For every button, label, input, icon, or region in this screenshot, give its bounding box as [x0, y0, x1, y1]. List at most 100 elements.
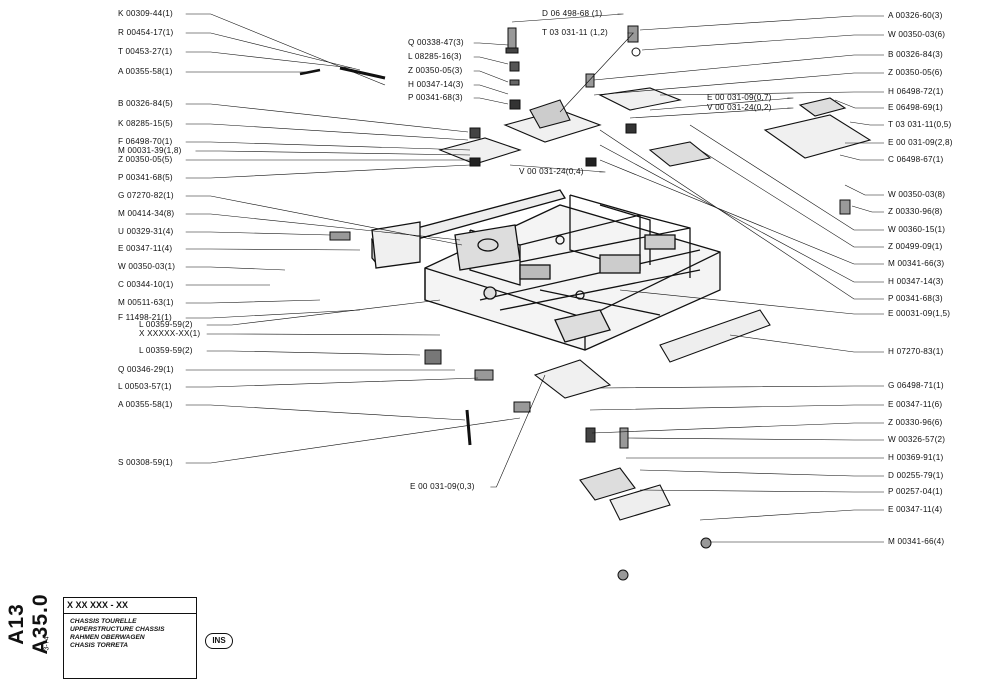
part-label: W 00350-03(8) — [888, 190, 946, 199]
part-label: C 00344-10(1) — [118, 280, 174, 289]
leader-line — [185, 248, 361, 251]
part-label: M 00031-39(1,8) — [118, 146, 182, 155]
leader-line — [206, 333, 441, 336]
leader-line — [185, 266, 286, 271]
part-label: E 00 031-09(2,8) — [888, 138, 953, 147]
leader-line — [659, 91, 884, 96]
leader-line — [639, 489, 884, 493]
leader-line — [490, 374, 546, 488]
part-label: H 00347-14(3) — [888, 277, 944, 286]
leader-line — [473, 56, 509, 65]
part-label: H 06498-72(1) — [888, 87, 944, 96]
part-label: L 00503-57(1) — [118, 382, 172, 391]
leader-line — [649, 97, 794, 111]
part-label: E 00347-11(4) — [888, 505, 943, 514]
part-label: Z 00499-09(1) — [888, 242, 943, 251]
title-es: CHASIS TORRETA — [70, 642, 129, 649]
part-label: D 06 498-68 (1) — [542, 9, 603, 18]
leader-line — [185, 141, 471, 151]
part-label: Q 00346-29(1) — [118, 365, 174, 374]
leader-line — [593, 54, 884, 81]
title-block-titles: CHASSIS TOURELLE UPPERSTRUCTURE CHASSIS … — [70, 618, 165, 650]
top-plates — [438, 87, 872, 521]
part-label: B 00326-84(3) — [888, 50, 943, 59]
part-label: R 00454-17(1) — [118, 28, 174, 37]
part-label: W 00326-57(2) — [888, 435, 946, 444]
part-label: Z 00350-05(6) — [888, 68, 943, 77]
leader-line — [591, 422, 884, 434]
leader-line — [619, 289, 884, 315]
part-label: T 03 031-11(0,5) — [888, 120, 952, 129]
title-de: RAHMEN OBERWAGEN — [70, 634, 145, 641]
part-label: P 00257-04(1) — [888, 487, 943, 496]
leader-line — [689, 124, 884, 231]
leader-line — [185, 123, 469, 141]
part-label: K 08285-15(5) — [118, 119, 173, 128]
leader-line — [185, 195, 463, 246]
leader-line — [185, 417, 521, 464]
drawing-date: 3-74 — [43, 636, 51, 651]
part-label: G 06498-71(1) — [888, 381, 944, 390]
part-label: A 00355-58(1) — [118, 67, 173, 76]
part-label: U 00329-31(4) — [118, 227, 174, 236]
title-block-divider — [64, 613, 196, 614]
leader-line — [593, 72, 884, 96]
part-label: A 00326-60(3) — [888, 11, 943, 20]
chassis-frame — [370, 189, 721, 351]
leader-line — [185, 309, 361, 319]
leader-line — [599, 159, 884, 265]
part-label: Z 00330-96(8) — [888, 207, 943, 216]
part-label: Z 00350-05(5) — [118, 155, 173, 164]
leader-line — [185, 32, 361, 71]
part-label: E 00347-11(4) — [118, 244, 173, 253]
leader-line — [699, 509, 884, 521]
leader-line — [627, 437, 884, 441]
leader-line — [473, 84, 509, 95]
part-label: M 00511-63(1) — [118, 298, 174, 307]
part-label: F 11498-21(1) — [118, 313, 172, 322]
leader-line — [511, 13, 624, 23]
leader-line — [473, 70, 509, 83]
leader-line — [699, 149, 884, 248]
title-block-code: X XX XXX - XX — [67, 600, 129, 610]
leader-line — [509, 164, 606, 173]
part-label: T 03 031-11 (1,2) — [542, 28, 608, 37]
leader-line — [851, 205, 884, 213]
part-label: P 00341-68(5) — [118, 173, 173, 182]
part-label: G 07270-82(1) — [118, 191, 174, 200]
part-label: C 06498-67(1) — [888, 155, 944, 164]
part-label: H 00369-91(1) — [888, 453, 944, 462]
leader-line — [849, 121, 884, 126]
part-label: E 00 031-09(0,3) — [410, 482, 475, 491]
part-label: L 08285-16(3) — [408, 52, 462, 61]
drawing-number: A13 A35.0 — [5, 593, 52, 655]
leader-line — [599, 385, 884, 389]
part-label: W 00350-03(6) — [888, 30, 946, 39]
part-label: Q 00338-47(3) — [408, 38, 464, 47]
leader-line — [185, 299, 321, 304]
leader-line — [599, 129, 884, 300]
leader-line — [195, 150, 471, 156]
leader-line — [473, 97, 509, 105]
leader-line — [599, 144, 884, 283]
part-label: L 00359-59(2) — [139, 346, 193, 355]
part-label: Z 00350-05(3) — [408, 66, 463, 75]
leader-line — [185, 404, 466, 421]
leader-line — [641, 34, 884, 51]
leader-line — [185, 103, 469, 133]
leader-line — [839, 154, 884, 161]
part-label: H 07270-83(1) — [888, 347, 944, 356]
leader-line — [185, 231, 331, 236]
leader-line — [185, 51, 353, 69]
part-label: Z 00330-96(6) — [888, 418, 943, 427]
hardware-parts — [299, 25, 851, 581]
part-label: E 00031-09(1,5) — [888, 309, 951, 318]
leader-line — [185, 164, 471, 179]
leader-line — [185, 377, 479, 388]
leader-line — [639, 469, 884, 477]
part-label: E 00 031-09(0,7) — [707, 93, 772, 102]
part-label: D 00255-79(1) — [888, 471, 944, 480]
part-label: W 00360-15(1) — [888, 225, 946, 234]
